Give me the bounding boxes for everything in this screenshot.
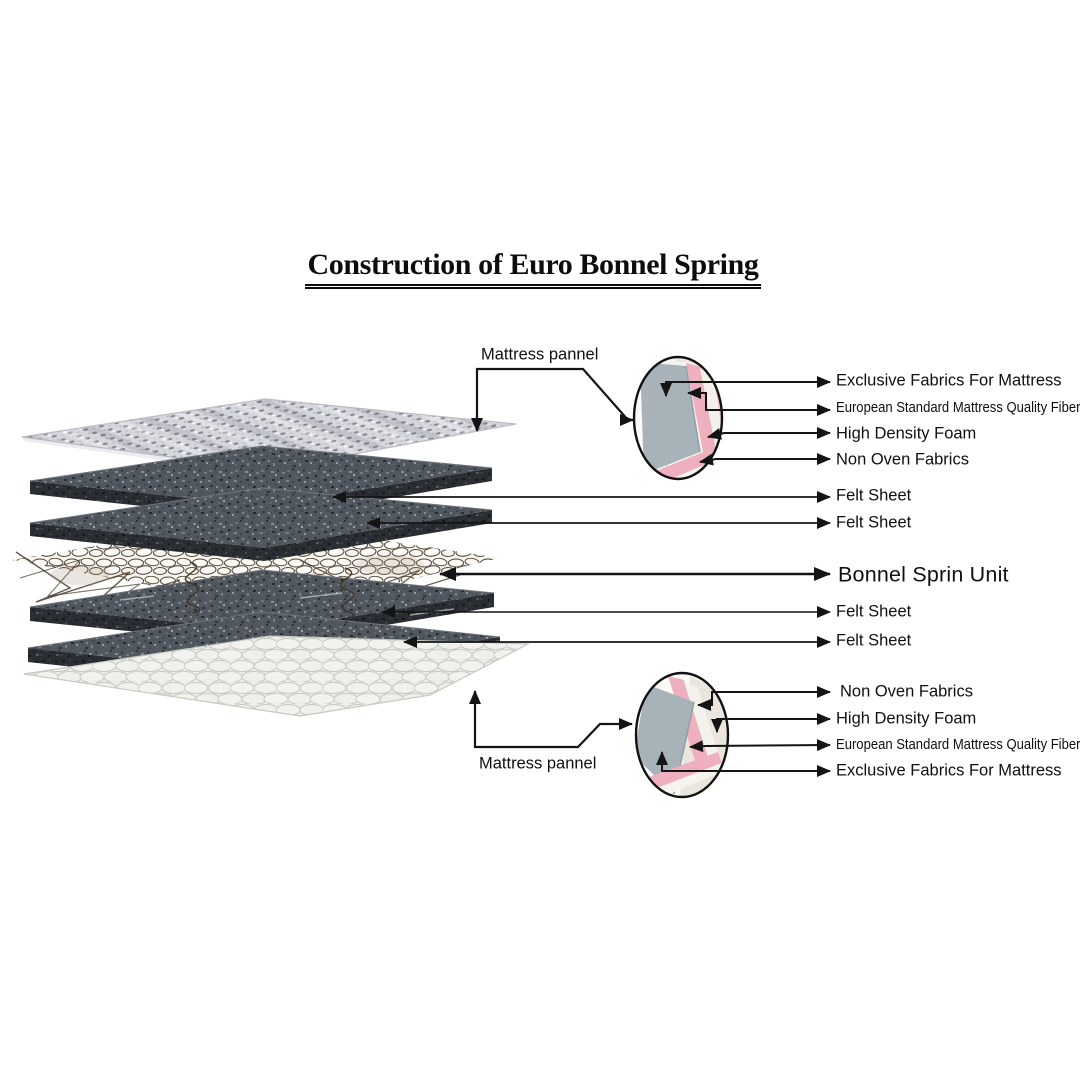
spring-coil-sketches bbox=[184, 561, 355, 619]
leader-non-oven-fabrics-bottom bbox=[697, 686, 831, 711]
page-title-text: Construction of Euro Bonnel Spring bbox=[304, 248, 762, 289]
label-non-oven-fabrics-top: Non Oven Fabrics bbox=[836, 450, 969, 469]
label-felt-sheet-2: Felt Sheet bbox=[836, 513, 912, 532]
leader-euro-fiber-top bbox=[687, 387, 831, 416]
leader-high-density-foam-top bbox=[707, 427, 831, 440]
label-felt-sheet-3: Felt Sheet bbox=[836, 602, 912, 621]
leader-mattress-panel-top bbox=[471, 367, 634, 432]
label-non-oven-fabrics-bottom: Non Oven Fabrics bbox=[840, 682, 973, 701]
label-bonnel-spring-unit: Bonnel Sprin Unit bbox=[838, 562, 1009, 587]
label-felt-sheet-4: Felt Sheet bbox=[836, 631, 912, 650]
stack-leader-arrows bbox=[332, 491, 831, 648]
inset-leader-arrows bbox=[656, 376, 831, 777]
quilted-panel-top-graphic bbox=[21, 398, 517, 475]
label-exclusive-fabrics-bottom: Exclusive Fabrics For Mattress bbox=[836, 761, 1062, 780]
fabric-detail-inset-bottom bbox=[634, 671, 730, 799]
label-euro-fiber-top: European Standard Mattress Quality Fiber bbox=[836, 400, 1080, 416]
leader-high-density-foam-bottom bbox=[711, 713, 831, 733]
quilted-panel-bottom-graphic bbox=[23, 635, 531, 717]
leader-mattress-panel-bottom bbox=[469, 690, 633, 749]
leader-exclusive-fabrics-bottom bbox=[656, 751, 831, 777]
label-mattress-panel-bottom: Mattress pannel bbox=[479, 754, 597, 773]
label-exclusive-fabrics-top: Exclusive Fabrics For Mattress bbox=[836, 371, 1062, 390]
fabric-detail-inset-top bbox=[632, 355, 724, 481]
panel-leader-arrows bbox=[469, 367, 634, 749]
label-mattress-panel-top: Mattress pannel bbox=[481, 345, 599, 364]
label-euro-fiber-bottom: European Standard Mattress Quality Fiber bbox=[836, 737, 1080, 753]
leader-exclusive-fabrics-top bbox=[660, 376, 831, 397]
label-high-density-foam-top: High Density Foam bbox=[836, 424, 977, 443]
label-high-density-foam-bottom: High Density Foam bbox=[836, 709, 977, 728]
label-felt-sheet-1: Felt Sheet bbox=[836, 486, 912, 505]
page-title: Construction of Euro Bonnel Spring bbox=[290, 248, 776, 289]
leader-euro-fiber-bottom bbox=[689, 739, 831, 753]
leader-non-oven-fabrics-top bbox=[699, 453, 831, 466]
